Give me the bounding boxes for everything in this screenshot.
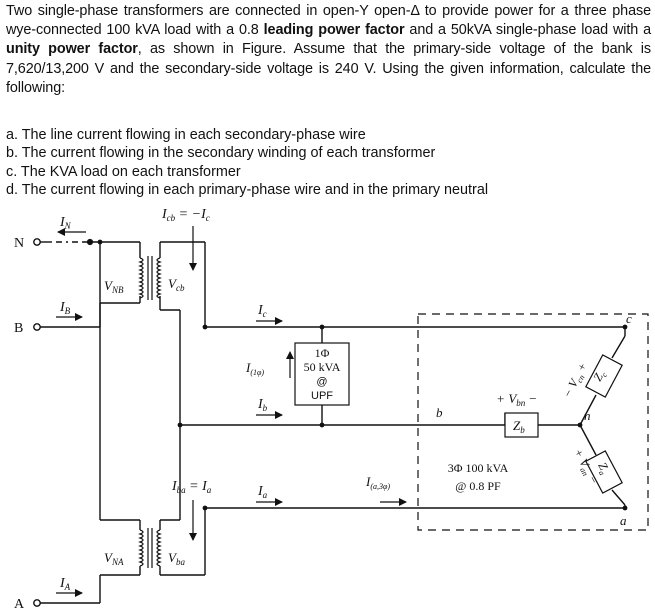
problem-text-2: to provide power for a three phase wye-c… (6, 3, 651, 39)
three-phase-line1: 3Φ 100 kVA (448, 461, 509, 475)
problem-text-1: Two single-phase transformers are connec… (6, 3, 411, 19)
label-VNB: VNB (104, 278, 124, 295)
primary-wiring (33, 238, 141, 607)
node-B: B (14, 321, 23, 336)
node-N: N (14, 236, 24, 251)
label-IB: IB (59, 300, 71, 316)
question-list: a. The line current flowing in each seco… (6, 126, 651, 200)
three-phase-load-enclosure (417, 313, 649, 531)
single-phase-line2: 50 kVA (304, 360, 341, 374)
three-phase-line2: @ 0.8 PF (455, 479, 501, 493)
zc-impedance (585, 354, 623, 398)
label-Vbn: +Vbn− (497, 391, 537, 408)
question-d: d. The current flowing in each primary-p… (6, 182, 489, 199)
upper-transformer (138, 256, 162, 300)
label-IN: IN (59, 215, 72, 231)
current-arrows (56, 226, 407, 597)
label-IA: IA (59, 576, 71, 592)
zb-impedance (504, 412, 539, 438)
problem-text-3: and a 50kVA single-phase load with a (404, 22, 652, 39)
problem-bold-unity: unity power factor (6, 41, 138, 58)
node-b: b (436, 405, 443, 420)
single-phase-line4: UPF (311, 390, 333, 402)
problem-statement: Two single-phase transformers are connec… (6, 2, 651, 98)
question-a: a. The line current flowing in each seco… (6, 127, 366, 143)
single-phase-line1: 1Φ (315, 346, 330, 360)
label-VNA: VNA (104, 550, 124, 567)
problem-text-4: , as shown in Figure. Assume that the pr… (6, 41, 651, 96)
label-Vcn: −Vcn+ (560, 360, 591, 400)
label-Zb: Zb (513, 418, 525, 435)
problem-bold-leading: leading power factor (263, 22, 405, 39)
label-Ic: Ic (257, 303, 267, 319)
junction-dots (97, 239, 628, 511)
circuit-figure: N B A IN IB IA Icb = −Ic Iba = Ia VNB VN… (14, 207, 649, 612)
label-I1phi: I(1φ) (245, 360, 264, 377)
label-Ia: Ia (257, 484, 268, 500)
za-impedance (585, 450, 623, 494)
label-Vcb: Vcb (168, 276, 185, 293)
single-phase-load-box (294, 342, 350, 406)
delta-symbol: Δ (410, 3, 420, 19)
question-b: b. The current flowing in the secondary … (6, 145, 436, 162)
label-Vba: Vba (168, 550, 185, 567)
question-c: c. The KVA load on each transformer (6, 163, 241, 180)
label-Iba-eq: Iba = Ia (171, 479, 212, 495)
node-A: A (14, 597, 25, 612)
label-Icb-eq: Icb = −Ic (161, 207, 210, 223)
label-Ia3phi: I(a,3φ) (365, 474, 390, 491)
node-n: n (584, 408, 591, 423)
secondary-wiring (159, 241, 626, 576)
lower-transformer (138, 528, 162, 568)
figure-labels: N B A IN IB IA Icb = −Ic Iba = Ia VNB VN… (14, 207, 632, 612)
label-Ib: Ib (257, 397, 268, 413)
single-phase-line3: @ (316, 376, 327, 388)
node-a: a (620, 513, 627, 528)
node-c: c (626, 311, 632, 326)
